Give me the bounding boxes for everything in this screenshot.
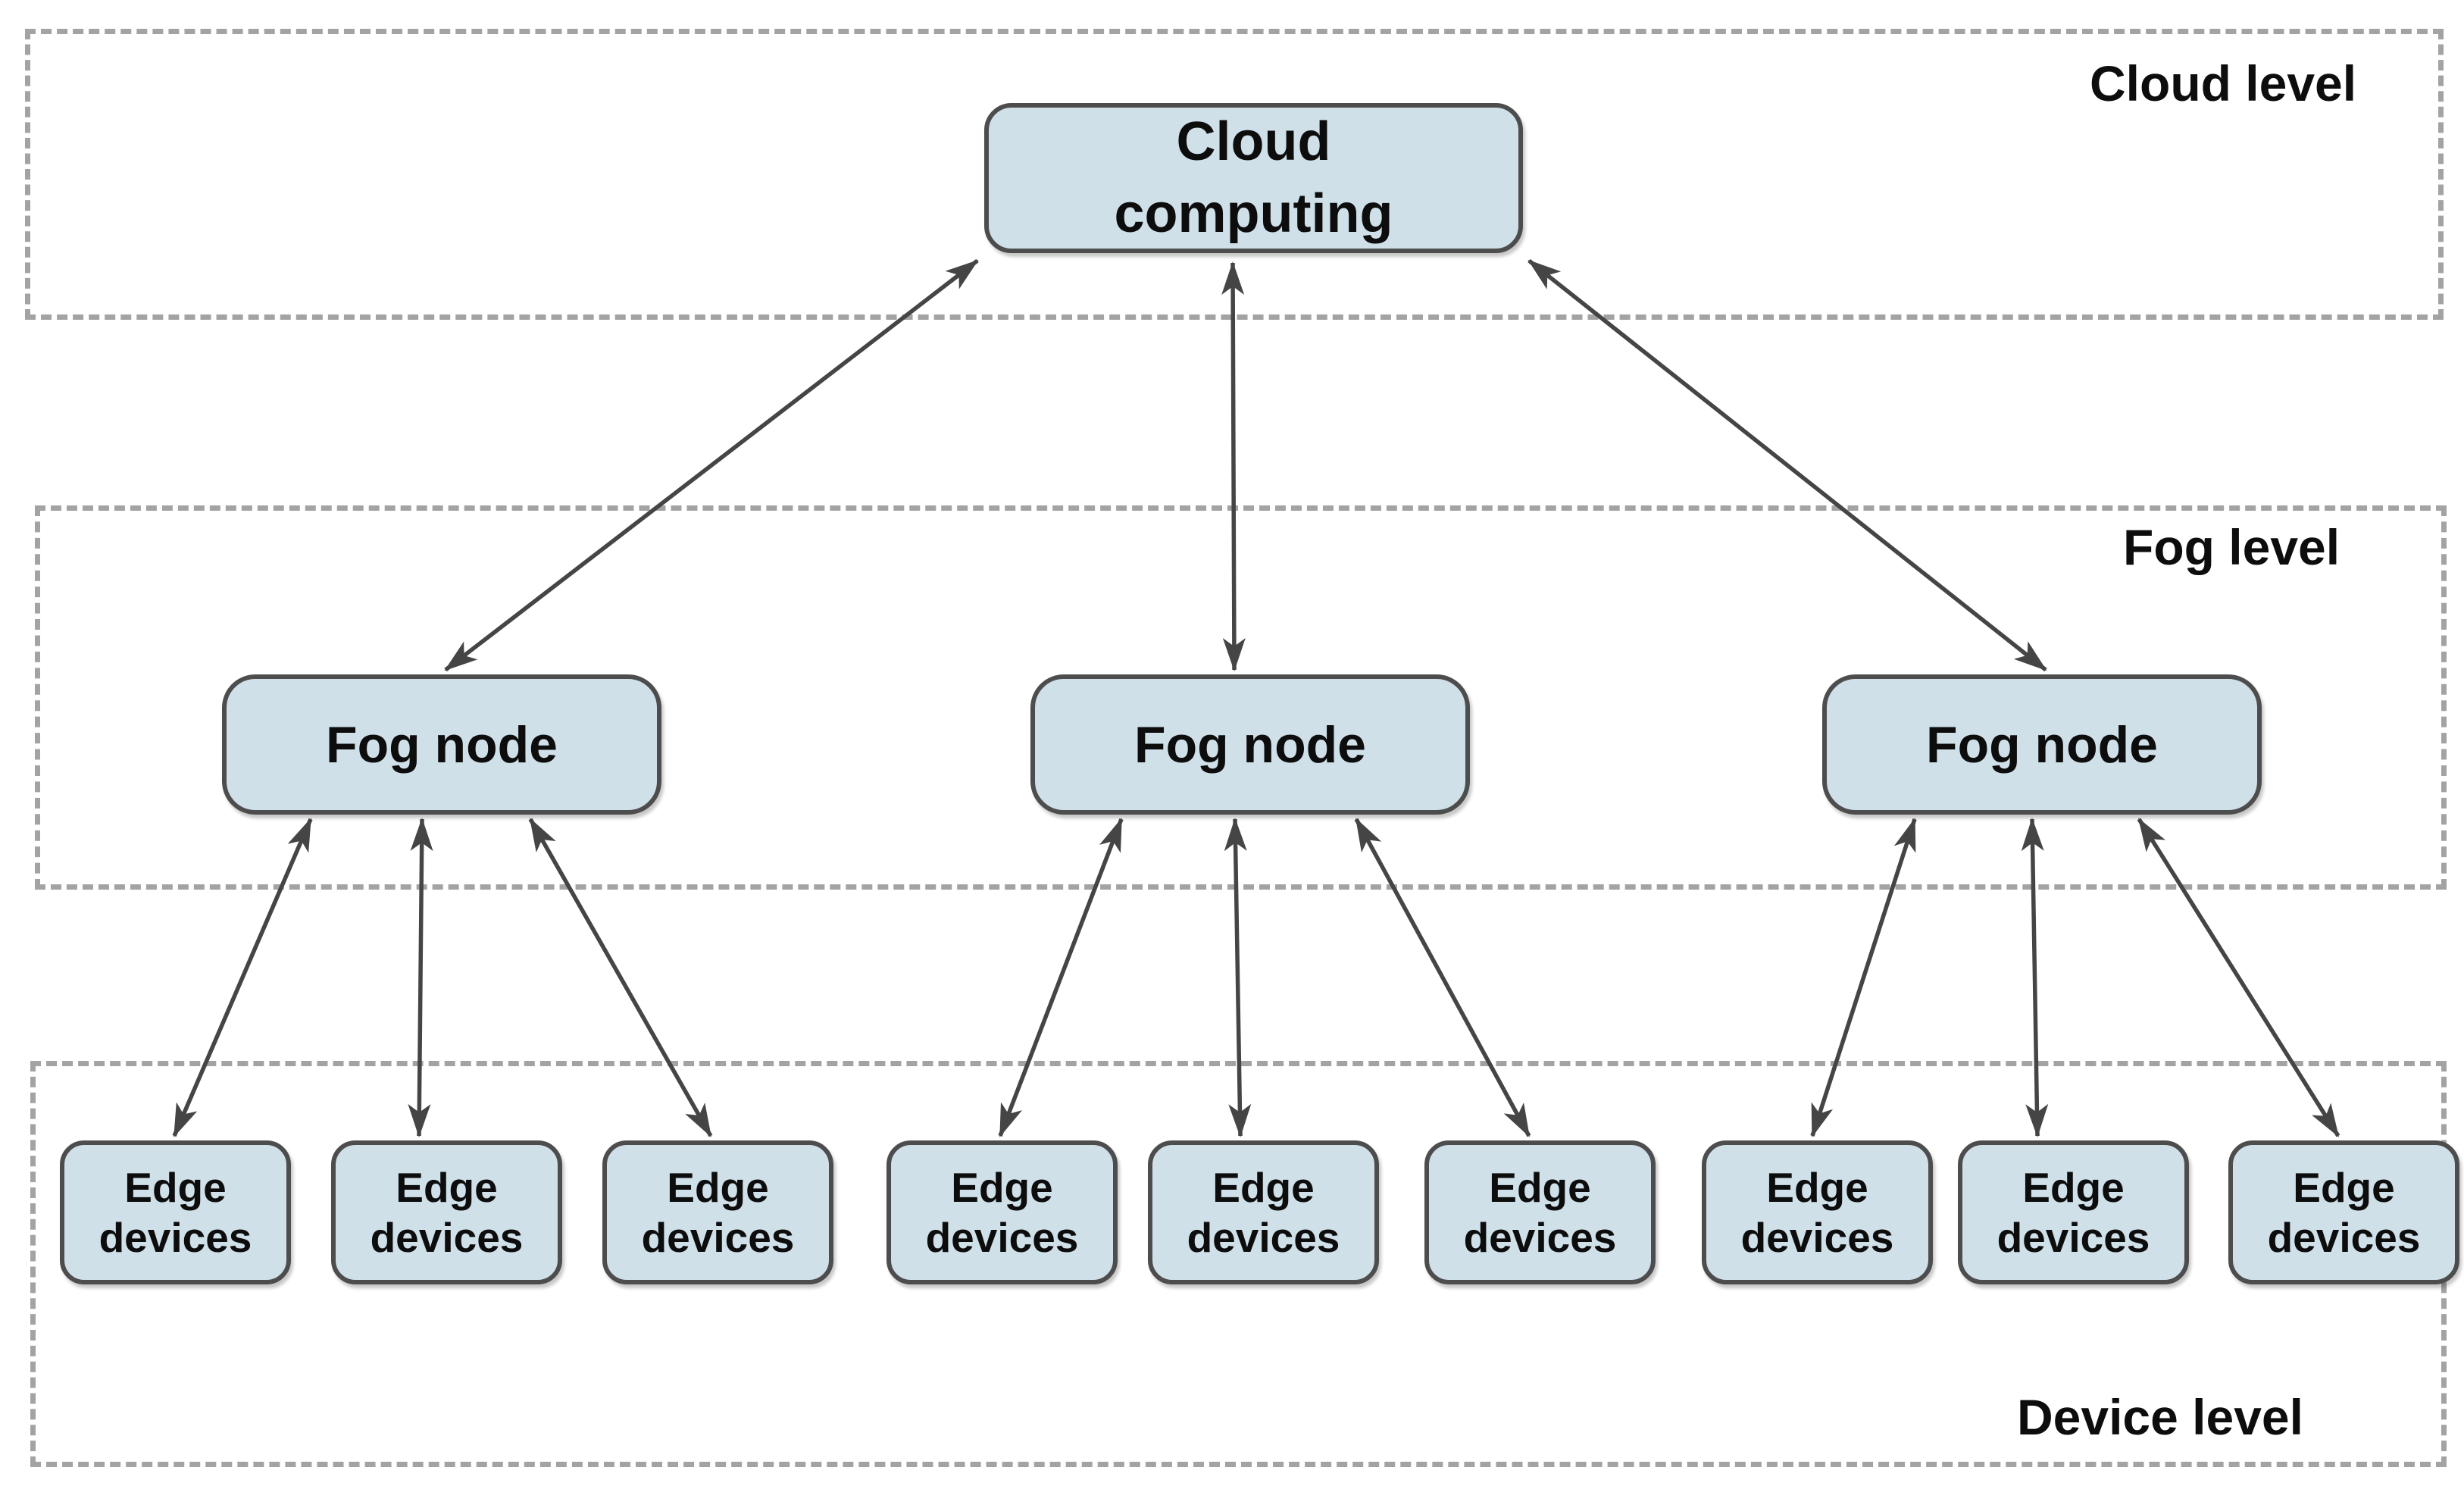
edge-devices-node-4: Edge devices: [886, 1140, 1118, 1284]
edge-devices-2-label: Edge devices: [370, 1164, 524, 1261]
fog-node-2: Fog node: [1030, 674, 1470, 815]
edge-devices-3-label: Edge devices: [641, 1164, 795, 1261]
edge-devices-5-label: Edge devices: [1187, 1164, 1340, 1261]
arrow-fog1-edge1: [172, 818, 313, 1137]
edge-devices-node-2: Edge devices: [331, 1140, 562, 1284]
fog-node-2-label: Fog node: [1134, 715, 1366, 774]
edge-devices-6-label: Edge devices: [1463, 1164, 1617, 1261]
arrow-fog2-edge4: [998, 818, 1124, 1137]
edge-devices-9-label: Edge devices: [2267, 1164, 2421, 1261]
arrow-cloud-fog3: [1527, 258, 2047, 672]
edge-devices-1-label: Edge devices: [98, 1164, 252, 1261]
arrow-cloud-fog2: [1221, 261, 1246, 671]
edge-devices-node-3: Edge devices: [602, 1140, 833, 1284]
edge-devices-node-7: Edge devices: [1702, 1140, 1933, 1284]
fog-node-1-label: Fog node: [326, 715, 558, 774]
arrow-fog3-edge9: [2137, 818, 2340, 1137]
device-level-label: Device level: [2017, 1389, 2303, 1445]
edge-devices-7-label: Edge devices: [1740, 1164, 1894, 1261]
arrow-fog2-edge6: [1354, 818, 1531, 1137]
arrow-fog3-edge7: [1810, 818, 1917, 1137]
arrow-cloud-fog1: [444, 258, 979, 672]
fog-node-1: Fog node: [222, 674, 661, 815]
arrow-fog3-edge8: [2021, 818, 2049, 1137]
cloud-level-label: Cloud level: [2090, 55, 2357, 111]
edge-devices-node-9: Edge devices: [2228, 1140, 2459, 1284]
edge-devices-node-5: Edge devices: [1148, 1140, 1379, 1284]
cloud-computing-node: Cloud computing: [984, 103, 1523, 253]
arrow-fog2-edge5: [1224, 818, 1252, 1137]
fog-node-3-label: Fog node: [1926, 715, 2158, 774]
edge-devices-4-label: Edge devices: [925, 1164, 1079, 1261]
fog-level-label: Fog level: [2123, 519, 2340, 575]
arrow-fog1-edge3: [528, 818, 713, 1137]
fog-node-3: Fog node: [1822, 674, 2262, 815]
arrow-fog1-edge2: [408, 818, 433, 1137]
cloud-computing-label: Cloud computing: [1114, 111, 1393, 244]
edge-devices-node-8: Edge devices: [1958, 1140, 2189, 1284]
edge-devices-node-6: Edge devices: [1424, 1140, 1656, 1284]
edge-devices-8-label: Edge devices: [1997, 1164, 2150, 1261]
edge-devices-node-1: Edge devices: [60, 1140, 291, 1284]
